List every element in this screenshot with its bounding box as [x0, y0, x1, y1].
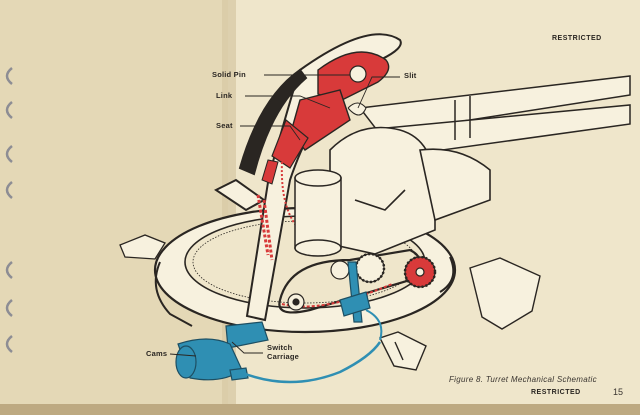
blue-cam-assembly [175, 261, 383, 384]
header-classification: RESTRICTED [552, 35, 602, 42]
binder-rings [5, 67, 13, 353]
callout-switch-carriage-line2: Carriage [267, 352, 300, 361]
callout-switch-carriage-line1: Switch [267, 343, 293, 352]
mount-side-plate [329, 126, 491, 255]
leader-lines [169, 74, 400, 357]
callout-seat: Seat [216, 121, 233, 130]
callout-cams: Cams [146, 349, 168, 358]
figure-caption: Figure 8. Turret Mechanical Schematic [449, 375, 597, 384]
cylinder-housing [294, 169, 342, 257]
footer-classification: RESTRICTED [531, 389, 581, 396]
page-number: 15 [613, 387, 624, 397]
bracket [379, 257, 541, 371]
gun-barrels [358, 75, 631, 159]
callout-link: Link [216, 91, 233, 100]
page-bottom-edge [0, 404, 640, 415]
callout-slit: Slit [404, 71, 417, 80]
gears [287, 252, 437, 311]
callout-solid-pin: Solid Pin [212, 70, 246, 79]
